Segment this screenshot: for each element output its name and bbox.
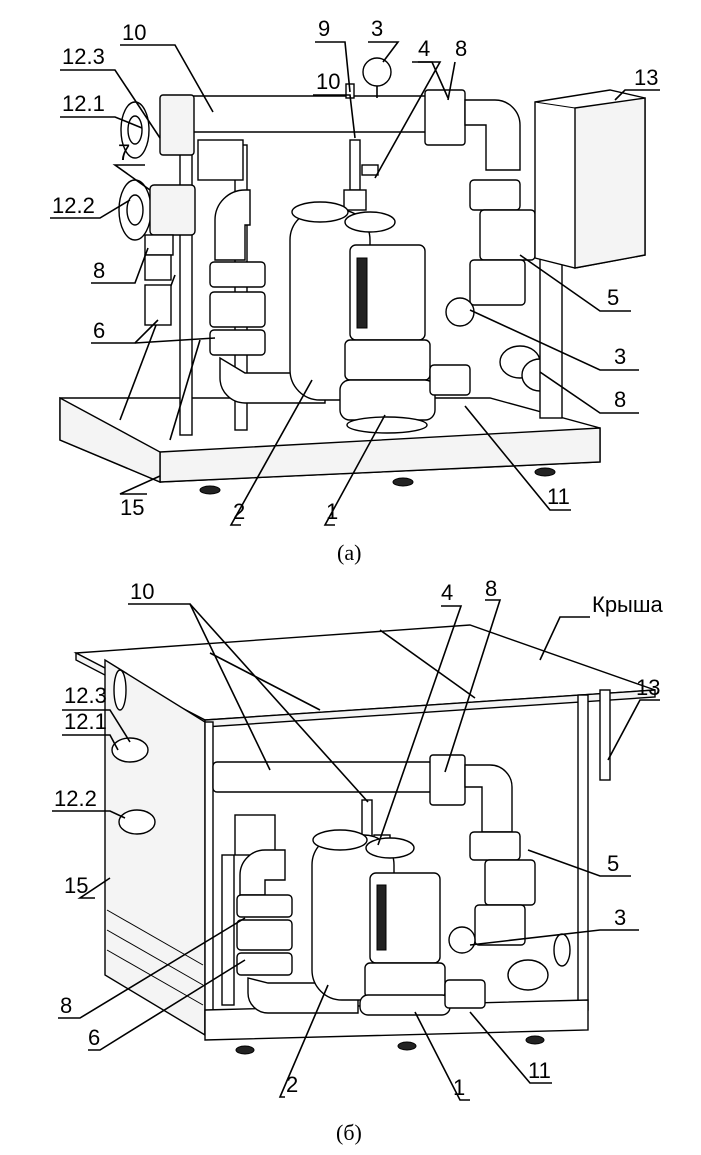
label-1-a: 1	[326, 499, 338, 524]
gauge-top-a	[343, 57, 392, 211]
leader-lines-a	[50, 41, 660, 526]
label-8-left-b: 8	[60, 993, 72, 1018]
figure-b: 10 4 8 Крыша 12.3 12.1 13 12.2 15 5 3 8 …	[52, 576, 664, 1145]
label-7-a: 7	[118, 140, 130, 165]
label-3-top-a: 3	[371, 16, 383, 41]
label-11-b: 11	[528, 1058, 551, 1083]
label-8-left-a: 8	[93, 258, 105, 283]
pump-a	[339, 244, 471, 434]
label-6-b: 6	[88, 1025, 100, 1050]
label-11-a: 11	[547, 484, 570, 509]
label-12-2-a: 12.2	[52, 193, 95, 218]
label-10-mid-a: 10	[316, 69, 340, 94]
label-10-top-a: 10	[122, 20, 146, 45]
label-13-a: 13	[634, 65, 658, 90]
label-12-1-b: 12.1	[64, 709, 107, 734]
leader-lines-b	[52, 599, 660, 1101]
label-4-b: 4	[441, 580, 453, 605]
header-pipe-b	[212, 754, 513, 833]
label-15-a: 15	[120, 495, 144, 520]
right-assembly-b	[448, 831, 571, 991]
label-5-a: 5	[607, 285, 619, 310]
label-13-b: 13	[636, 675, 660, 700]
label-roof-b: Крыша	[592, 592, 664, 617]
left-valves-a	[118, 179, 196, 326]
label-9-a: 9	[318, 16, 330, 41]
control-box-a	[534, 89, 646, 269]
base-frame-a	[59, 396, 601, 495]
header-pipe-a	[120, 89, 521, 171]
label-3-b: 3	[614, 905, 626, 930]
label-15-b: 15	[64, 873, 88, 898]
label-8-right-a: 8	[614, 387, 626, 412]
label-2-a: 2	[233, 499, 245, 524]
label-12-1-a: 12.1	[62, 91, 105, 116]
cabinet-frame-b	[204, 689, 611, 1055]
label-1-b: 1	[453, 1075, 465, 1100]
label-2-b: 2	[286, 1072, 298, 1097]
label-3-right-a: 3	[614, 344, 626, 369]
caption-a: (а)	[337, 540, 361, 565]
label-6-a: 6	[93, 318, 105, 343]
label-10-b: 10	[130, 579, 154, 604]
label-8-top-a: 8	[455, 36, 467, 61]
label-12-3-b: 12.3	[64, 683, 107, 708]
caption-b: (б)	[336, 1120, 362, 1145]
cabinet-side-b	[104, 658, 206, 1037]
label-5-b: 5	[607, 851, 619, 876]
pump-b	[359, 872, 486, 1016]
label-12-2-b: 12.2	[54, 786, 97, 811]
label-4-a: 4	[418, 36, 430, 61]
label-8-top-b: 8	[485, 576, 497, 601]
label-12-3-a: 12.3	[62, 44, 105, 69]
figure-a: 10 9 3 4 8 12.3 12.1 10 13 7 12.2 8 5 6 …	[50, 16, 660, 565]
